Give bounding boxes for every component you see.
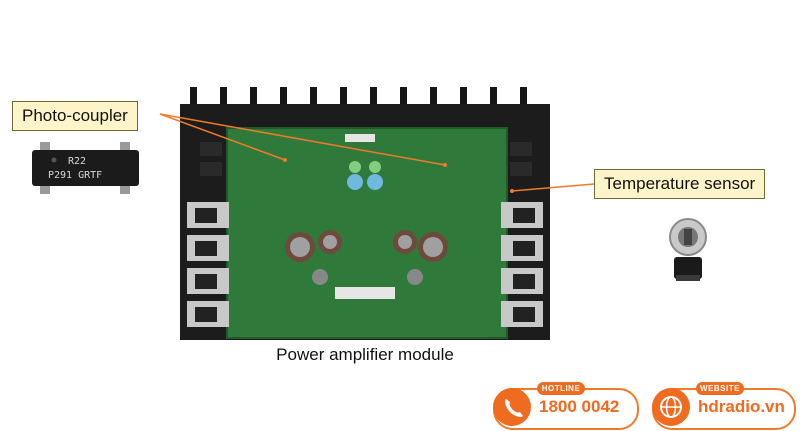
photo-coupler-callout: Photo-coupler <box>12 101 138 131</box>
hotline-label: HOTLINE <box>537 382 585 395</box>
temperature-sensor-image <box>669 218 707 281</box>
website-label: WEBSITE <box>696 382 744 395</box>
hotline-badge[interactable]: HOTLINE 1800 0042 <box>493 382 639 430</box>
hotline-number: 1800 0042 <box>539 397 620 416</box>
photo-coupler-chip-image: R22 P291 GRTF <box>32 142 139 194</box>
chip-marking-line2: P291 GRTF <box>48 170 102 181</box>
website-badge[interactable]: WEBSITE hdradio.vn <box>652 382 796 430</box>
website-url: hdradio.vn <box>698 397 785 416</box>
chip-marking-line1: R22 <box>68 156 86 167</box>
globe-icon <box>652 388 690 426</box>
phone-icon <box>493 388 531 426</box>
module-caption: Power amplifier module <box>276 345 454 364</box>
temperature-sensor-callout: Temperature sensor <box>594 169 766 199</box>
